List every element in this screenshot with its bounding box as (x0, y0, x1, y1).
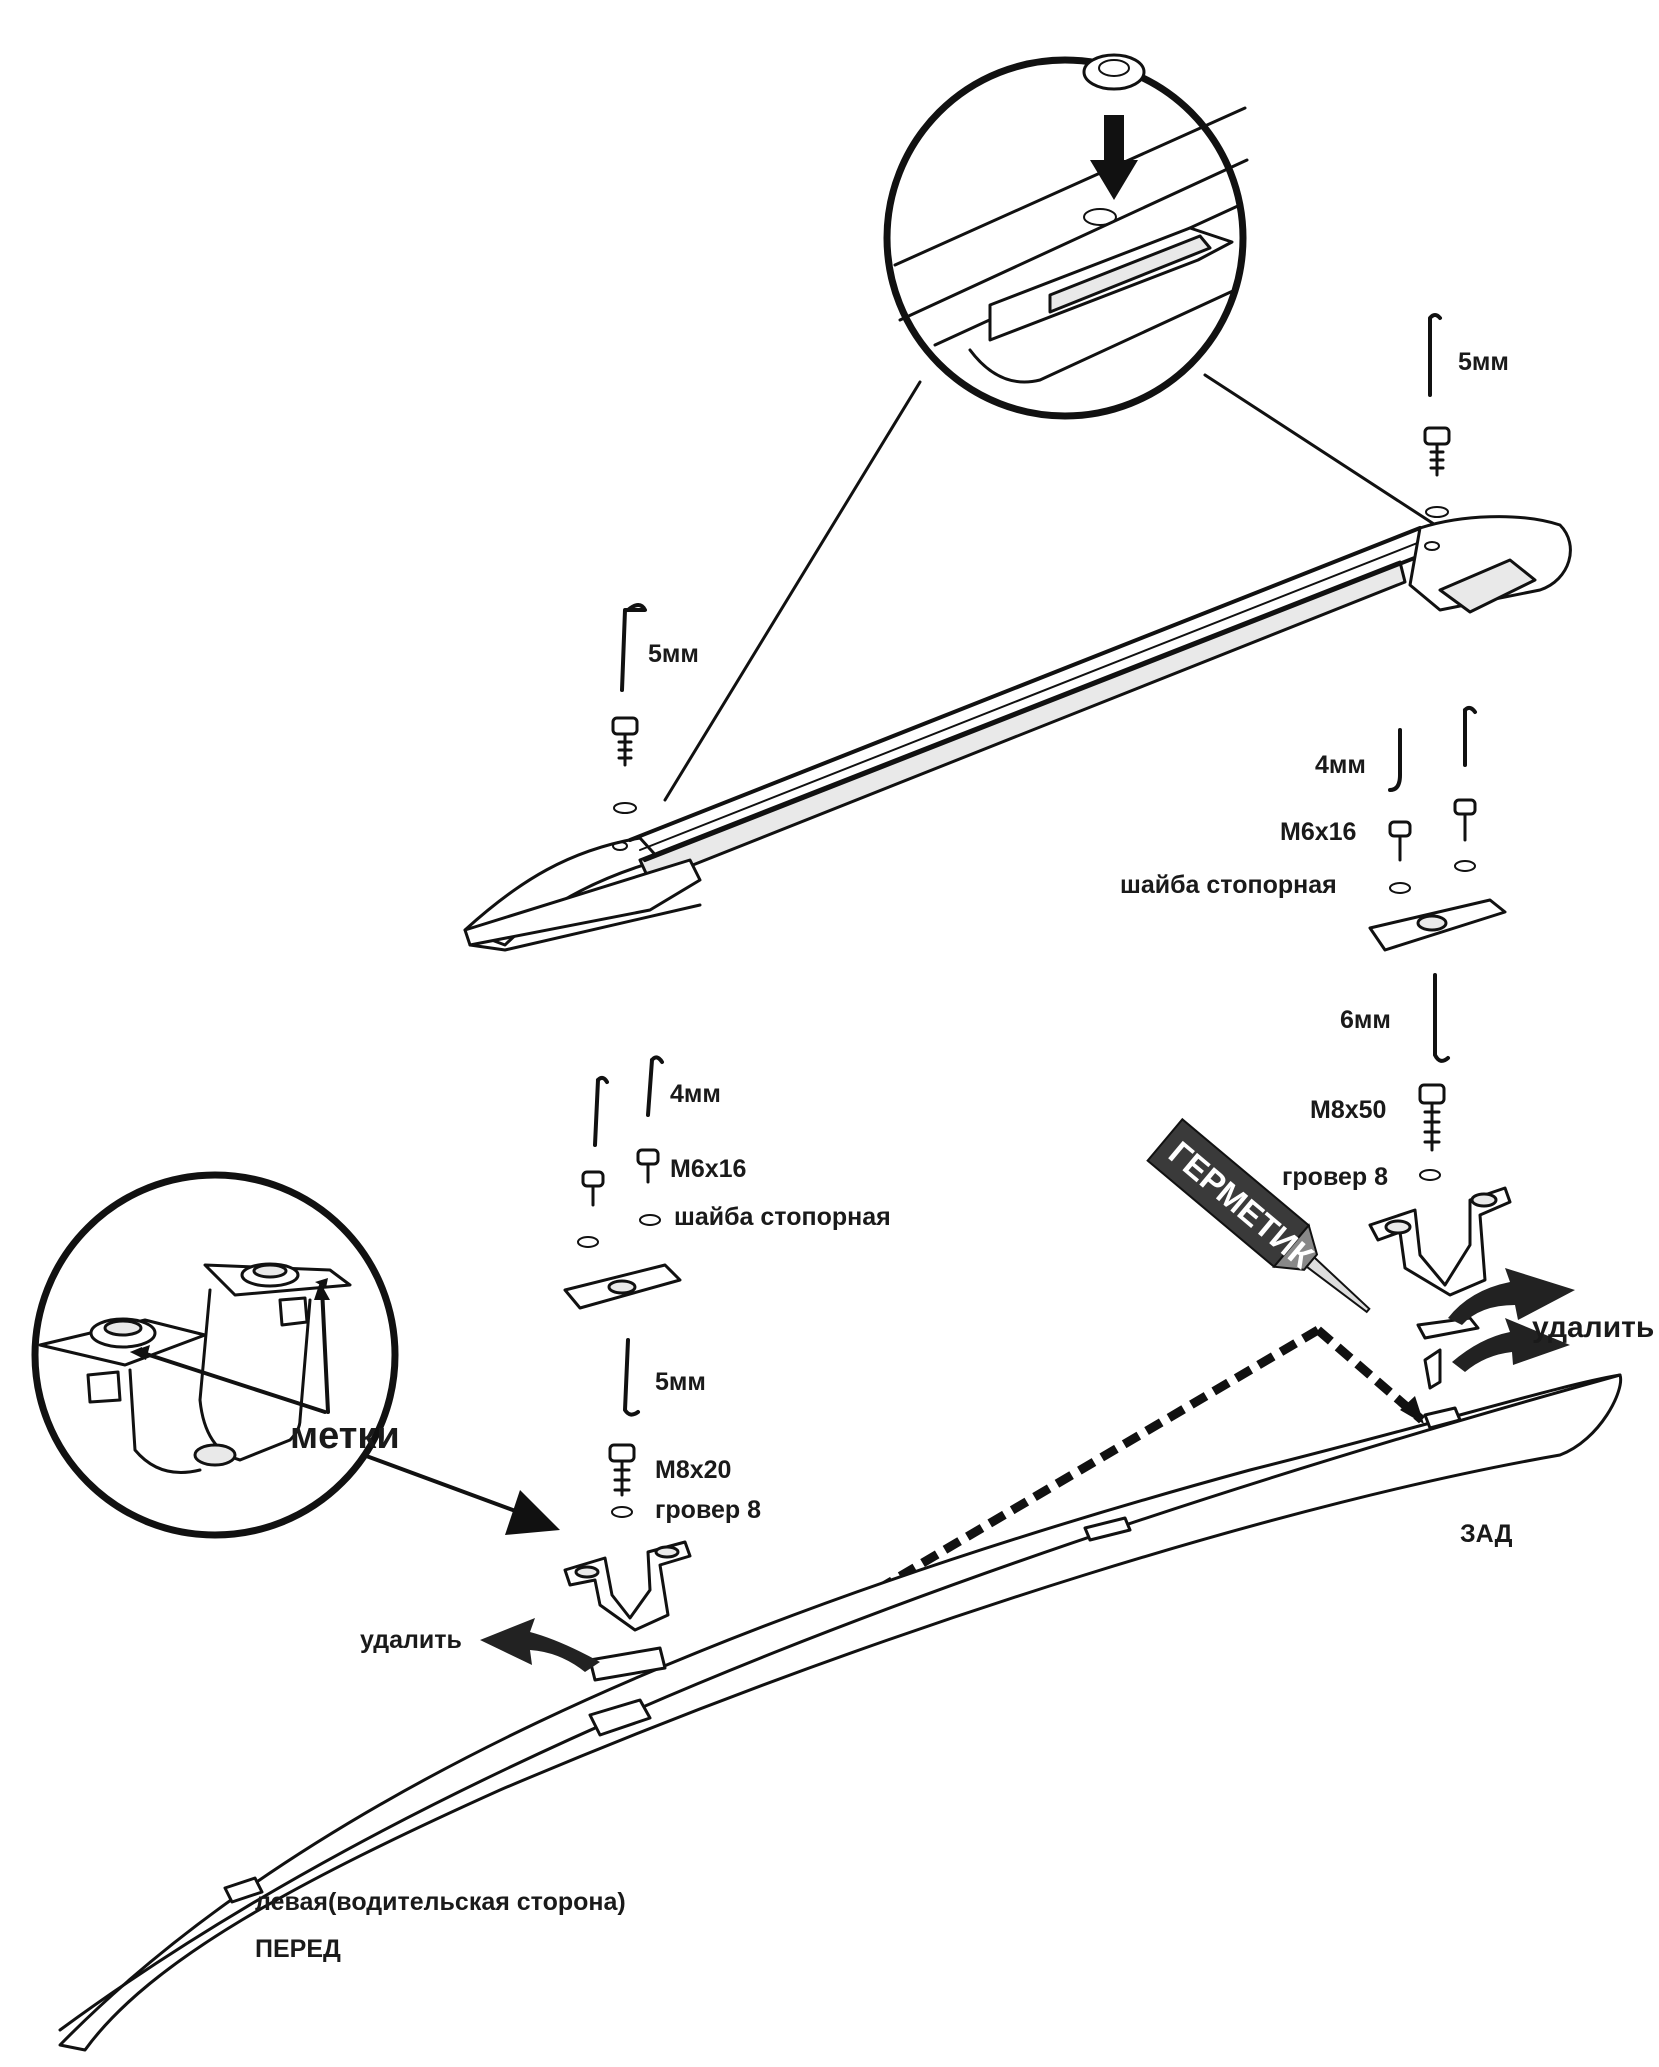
upper-roof-rail (463, 515, 1572, 952)
label-hex-4mm-left: 4мм (670, 1080, 721, 1108)
label-bolt-m8x50: M8x50 (1310, 1096, 1386, 1124)
label-hex-4mm-right: 4мм (1315, 751, 1366, 779)
label-sealant: ГЕРМЕТИК (1162, 1134, 1321, 1276)
label-rear: ЗАД (1460, 1520, 1513, 1548)
remove-parts-right: удалить (1416, 1268, 1654, 1390)
left-bracket-stack: 4мм M6x16 шайба стопорная 5мм M8x20 гров… (360, 1055, 891, 1682)
bolt-icon (611, 716, 639, 736)
label-washer-left: шайба стопорная (674, 1203, 891, 1231)
label-bolt-m8x20: M8x20 (655, 1456, 731, 1484)
right-bracket-stack: 4мм M6x16 шайба стопорная 6мм M8x50 гров… (1120, 705, 1512, 1297)
label-marks: метки (290, 1415, 400, 1457)
label-hex-5mm-top-left: 5мм (648, 640, 699, 668)
label-remove-right: удалить (1532, 1311, 1654, 1344)
label-grover-left: гровер 8 (655, 1496, 761, 1524)
label-front: ПЕРЕД (255, 1935, 341, 1963)
fasteners-top-left: 5мм (611, 603, 699, 814)
label-remove-left: удалить (360, 1626, 462, 1654)
hex-key-5mm-icon (1428, 313, 1442, 397)
label-grover-right: гровер 8 (1282, 1163, 1388, 1191)
hex-key-5mm-icon (620, 603, 647, 692)
label-hex-6mm: 6мм (1340, 1006, 1391, 1034)
label-hex-5mm-left: 5мм (655, 1368, 706, 1396)
label-hex-5mm-top-right: 5мм (1458, 348, 1509, 376)
zoom-callout-top (663, 53, 1442, 802)
label-side: левая(водительская сторона) (255, 1888, 626, 1916)
washer-icon (613, 802, 637, 814)
bolt-icon (1423, 426, 1451, 446)
label-washer-right: шайба стопорная (1120, 871, 1337, 899)
lower-roof-rail-base (58, 1373, 1623, 2052)
label-bolt-m6x16-right: M6x16 (1280, 818, 1356, 846)
label-bolt-m6x16-left: M6x16 (670, 1155, 746, 1183)
washer-icon (1425, 506, 1449, 518)
zoom-callout-left: метки (31, 1171, 560, 1539)
fasteners-top-right: 5мм (1423, 313, 1509, 518)
